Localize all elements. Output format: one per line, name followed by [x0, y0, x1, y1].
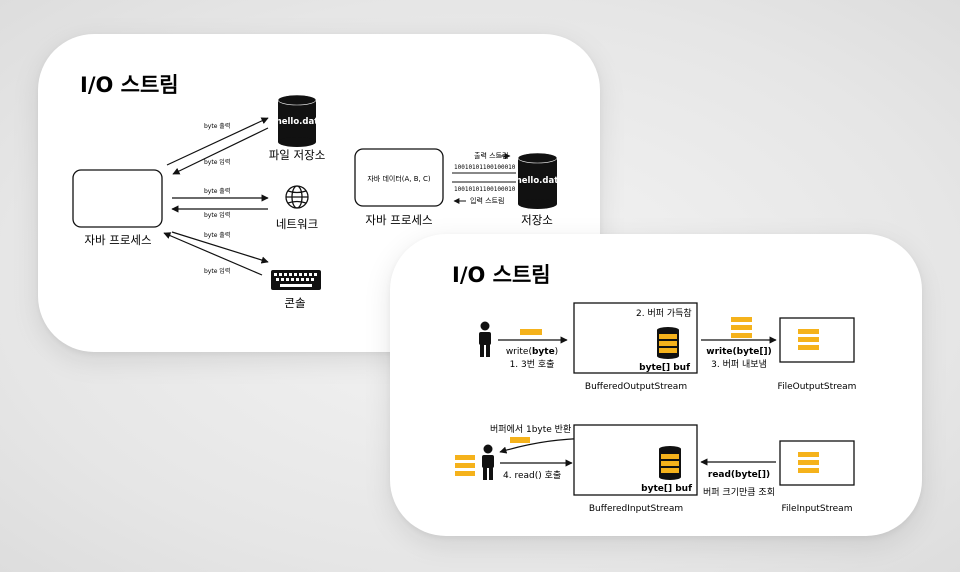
return-1byte-label: 버퍼에서 1byte 반환 — [490, 423, 571, 435]
globe-icon — [285, 185, 309, 209]
bottom-title: I/O 스트림 — [452, 263, 551, 287]
process-box — [72, 169, 163, 228]
output-bits: 10010101100100010 — [454, 164, 516, 171]
file-input-label: FileInputStream — [782, 504, 853, 514]
received-bytes-icon — [455, 455, 475, 476]
network-out-label: byte 출력 — [204, 187, 230, 195]
console-out-label: byte 출력 — [204, 231, 230, 239]
byte-in-arrow-file — [172, 127, 269, 175]
buffered-output-label: BufferedOutputStream — [585, 382, 687, 392]
single-byte-icon — [510, 437, 530, 443]
write-byte-bold: byte — [532, 347, 555, 357]
input-stream-label: 입력 스트림 — [470, 197, 504, 205]
process-label: 자바 프로세스 — [84, 233, 151, 247]
user-icon — [479, 321, 491, 357]
output-stream-label: 출력 스트림 — [474, 151, 508, 160]
buffer-db-icon — [657, 327, 679, 359]
buf-label-output: byte[] buf — [639, 363, 690, 373]
byte-out-arrow-console — [171, 231, 269, 264]
file-output-bytes-icon — [798, 329, 819, 350]
write-bytes-label: write(byte[]) — [706, 347, 771, 357]
stream-box-text: 자바 데이터(A, B, C) — [367, 174, 431, 183]
byte-block-icon — [520, 329, 542, 335]
write-byte-label: write(byte) — [506, 347, 558, 357]
buf-label-input: byte[] buf — [641, 484, 692, 494]
buffer-full-label: 2. 버퍼 가득참 — [636, 308, 692, 319]
console-label: 콘솔 — [284, 296, 305, 310]
call3-label: 1. 3번 호출 — [510, 359, 555, 370]
file-store-label: 파일 저장소 — [269, 148, 326, 162]
flush-label: 3. 버퍼 내보냄 — [711, 359, 767, 370]
keyboard-icon — [271, 270, 321, 290]
file-output-label: FileOutputStream — [778, 382, 857, 392]
stream-process-box — [354, 148, 444, 207]
file-out-label: byte 출력 — [204, 122, 230, 130]
read-call-label: 4. read() 호출 — [503, 470, 561, 481]
file-store-db-icon — [277, 94, 317, 147]
stream-store-db-icon — [517, 152, 558, 209]
stream-process-label: 자바 프로세스 — [365, 213, 432, 227]
read-buffer-size-label: 버퍼 크기만큼 조회 — [703, 487, 775, 498]
user-icon-input — [482, 444, 494, 480]
stream-db-label: hello.dat — [516, 176, 559, 186]
file-in-label: byte 입력 — [204, 158, 230, 166]
network-label: 네트워크 — [276, 217, 318, 231]
byte-in-arrow-console — [163, 232, 263, 276]
console-in-label: byte 입력 — [204, 267, 230, 275]
file-db-label: hello.dat — [276, 117, 319, 127]
file-input-bytes-icon — [798, 452, 819, 473]
byte-stack-icon — [731, 317, 752, 338]
buffer-db-icon-input — [659, 446, 681, 480]
input-bits: 10010101100100010 — [454, 186, 516, 193]
buffered-input-label: BufferedInputStream — [589, 504, 683, 514]
top-title: I/O 스트림 — [80, 73, 179, 97]
byte-out-arrow-file — [166, 117, 269, 166]
stream-store-label: 저장소 — [521, 213, 553, 227]
network-in-label: byte 입력 — [204, 211, 230, 219]
read-bytes-label: read(byte[]) — [708, 470, 770, 480]
